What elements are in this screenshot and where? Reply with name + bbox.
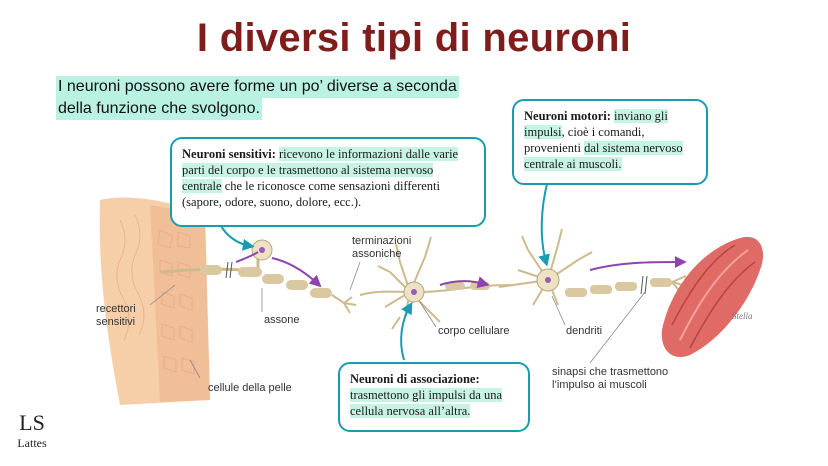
illustrator-signature: Stella: [732, 311, 753, 321]
intro-text: I neuroni possono avere forme un po’ div…: [56, 76, 459, 120]
logo-name: Lattes: [17, 436, 47, 450]
label-cell-body: corpo cellulare: [438, 325, 510, 337]
sensory-neurons-heading: Neuroni sensitivi:: [182, 147, 276, 161]
label-synapse: sinapsi che trasmettono l’impulso ai mus…: [552, 366, 669, 391]
callout-sensory-neurons: Neuroni sensitivi: ricevono le informazi…: [170, 137, 486, 227]
motor-neurons-text: , cioè i comandi, provenienti: [524, 125, 645, 155]
motor-neurons-heading: Neuroni motori:: [524, 109, 611, 123]
intro-line-1: I neuroni possono avere forme un po’ div…: [56, 76, 459, 98]
label-dendrites: dendriti: [566, 325, 603, 337]
sensory-neuron: [159, 239, 357, 314]
label-skin-cells: cellule della pelle: [208, 382, 292, 394]
sensory-neurons-text: che le riconosce come sensazioni differe…: [182, 179, 440, 209]
lattes-logo: LS Lattes: [12, 410, 52, 451]
page-title: I diversi tipi di neuroni: [196, 16, 632, 60]
callout-motor-neurons: Neuroni motori: inviano gli impulsi, cio…: [512, 99, 708, 185]
callout-association-neurons: Neuroni di associazione: trasmettono gli…: [338, 362, 530, 432]
intro-line-2: della funzione che svolgono.: [56, 98, 262, 120]
label-receptors: recettori sensitivi: [96, 303, 136, 328]
motor-neuron: [498, 228, 687, 306]
muscle: [661, 236, 764, 358]
label-axon: assone: [264, 314, 300, 326]
label-axon-terminals: terminazioni assoniche: [352, 235, 412, 260]
association-neurons-heading: Neuroni di associazione:: [350, 372, 480, 386]
association-neurons-highlight: trasmettono gli impulsi da una cellula n…: [350, 388, 503, 418]
logo-mark: LS: [19, 410, 45, 435]
